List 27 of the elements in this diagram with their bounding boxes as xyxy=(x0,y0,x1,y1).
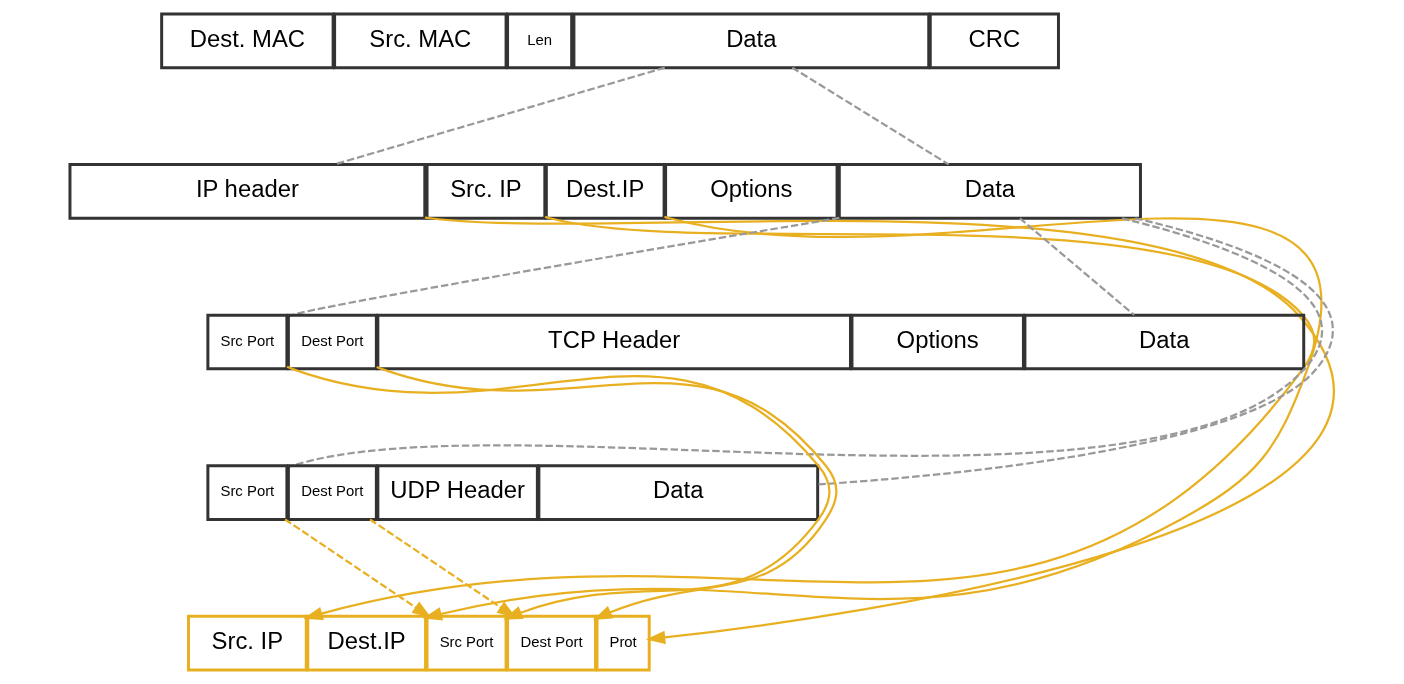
node-box: Dest Port xyxy=(506,614,597,672)
node-box: Src. MAC xyxy=(333,12,508,70)
node-box: Src Port xyxy=(425,614,508,672)
node-box: Options xyxy=(664,163,839,220)
node-box: Len xyxy=(506,12,574,70)
node-box: Data xyxy=(537,464,820,521)
node-box: Dest.IP xyxy=(544,163,666,220)
node-box: Data xyxy=(572,12,931,70)
node-box: Dest. MAC xyxy=(160,12,335,70)
node-box: Src. IP xyxy=(187,614,308,672)
node-box: TCP Header xyxy=(376,313,852,371)
node-box: Data xyxy=(837,163,1142,220)
node-box: Dest Port xyxy=(286,313,378,371)
node-box: Src Port xyxy=(206,313,289,371)
node-box: Src Port xyxy=(206,464,289,521)
connector xyxy=(791,66,950,166)
connector xyxy=(1019,217,1135,316)
node-box: Dest.IP xyxy=(306,614,428,672)
node-box: CRC xyxy=(928,12,1060,70)
node-box: UDP Header xyxy=(376,464,539,521)
node-box: Src. IP xyxy=(425,163,547,220)
connector xyxy=(817,217,1334,486)
node-box: Dest Port xyxy=(286,464,378,521)
node-box: Data xyxy=(1023,313,1306,371)
node-box: Options xyxy=(850,313,1025,371)
node-box: IP header xyxy=(68,163,427,220)
node-box: Prot xyxy=(595,614,651,672)
